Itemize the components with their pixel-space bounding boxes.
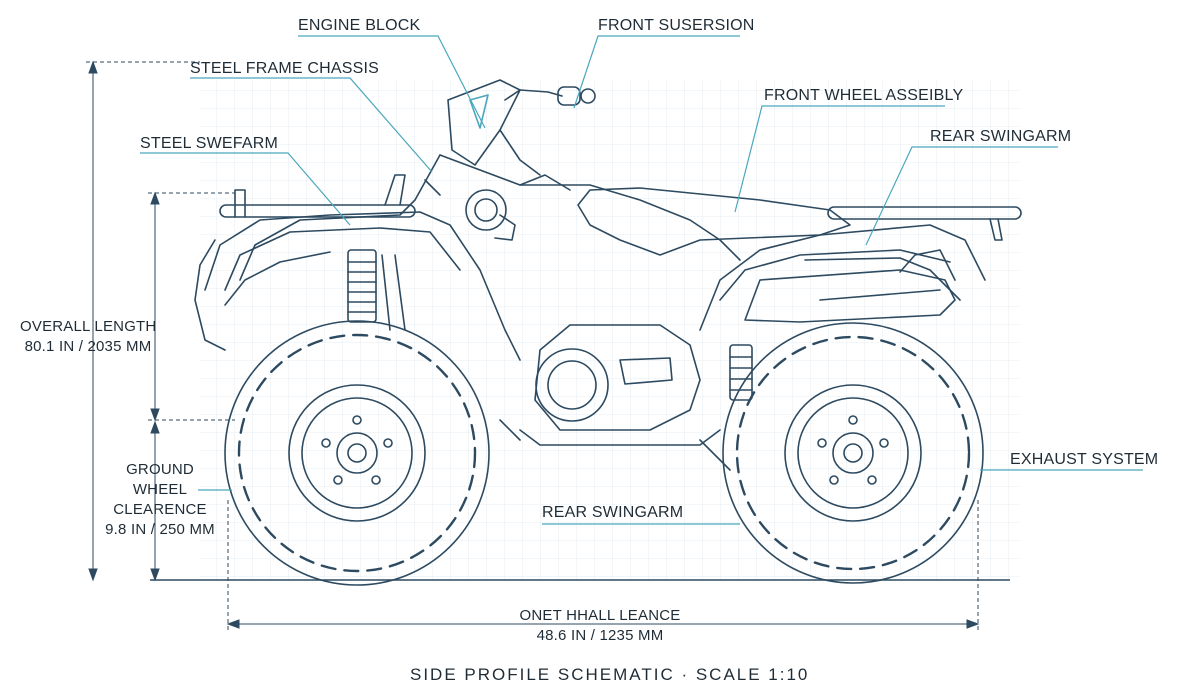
rear-rack bbox=[827, 206, 1022, 241]
label-steel-frame-chassis: STEEL FRAME CHASSIS bbox=[190, 60, 380, 77]
callout-leaders bbox=[140, 35, 1143, 525]
dimension-ground-clearance bbox=[150, 420, 160, 582]
label-front-wheel-assembly: FRONT WHEEL ASSEIBLY bbox=[764, 87, 964, 104]
ground-clearance-line2: WHEEL bbox=[132, 481, 188, 498]
leader-engine-block bbox=[298, 35, 486, 129]
leader-rear-swingarm-top bbox=[865, 146, 1058, 246]
front-shock bbox=[347, 249, 406, 331]
leader-steel-swingarm bbox=[140, 152, 351, 226]
wheelbase-value: 48.6 IN / 1235 MM bbox=[536, 627, 664, 644]
label-exhaust-system: EXHAUST SYSTEM bbox=[1010, 451, 1159, 468]
leader-steel-frame-chassis bbox=[190, 77, 433, 173]
rear-wheel bbox=[722, 322, 984, 584]
label-rear-swingarm-top: REAR SWINGARM bbox=[930, 128, 1072, 145]
front-rack bbox=[194, 174, 416, 351]
dimension-label-wheelbase: ONET HHALL LEANCE 48.6 IN / 1235 MM bbox=[480, 606, 720, 646]
footer-caption: SIDE PROFILE SCHEMATIC · SCALE 1:10 bbox=[410, 665, 810, 684]
label-front-suspension: FRONT SUSERSION bbox=[598, 17, 755, 34]
rear-shock bbox=[729, 344, 753, 401]
ground-clearance-line3: CLEARENCE bbox=[113, 501, 207, 518]
wheelbase-title: ONET HHALL LEANCE bbox=[519, 607, 681, 624]
dimension-label-ground-clearance: GROUND WHEEL CLEARENCE 9.8 IN / 250 MM bbox=[92, 460, 228, 540]
grid-background bbox=[200, 80, 1020, 580]
label-engine-block: ENGINE BLOCK bbox=[298, 17, 421, 34]
ground-clearance-value: 9.8 IN / 250 MM bbox=[105, 521, 215, 538]
overall-length-title: OVERALL LENGTH bbox=[20, 318, 157, 335]
exhaust-muffler bbox=[744, 249, 956, 323]
dimension-body-height bbox=[148, 191, 235, 422]
leader-front-wheel-assembly bbox=[734, 105, 945, 213]
dimension-wheelbase bbox=[226, 500, 980, 632]
leader-front-suspension bbox=[573, 35, 740, 109]
seat bbox=[577, 187, 851, 256]
overall-length-value: 80.1 IN / 2035 MM bbox=[24, 338, 152, 355]
handlebar-assembly bbox=[447, 79, 596, 176]
label-steel-swingarm: STEEL SWEFARM bbox=[140, 135, 279, 152]
front-wheel bbox=[224, 320, 490, 586]
dimension-label-overall-length: OVERALL LENGTH 80.1 IN / 2035 MM bbox=[20, 317, 156, 357]
label-rear-swingarm-bottom: REAR SWINGARM bbox=[542, 504, 684, 521]
engine bbox=[499, 324, 731, 471]
ground-clearance-line1: GROUND bbox=[126, 461, 194, 478]
dimension-overall-length bbox=[86, 60, 200, 582]
